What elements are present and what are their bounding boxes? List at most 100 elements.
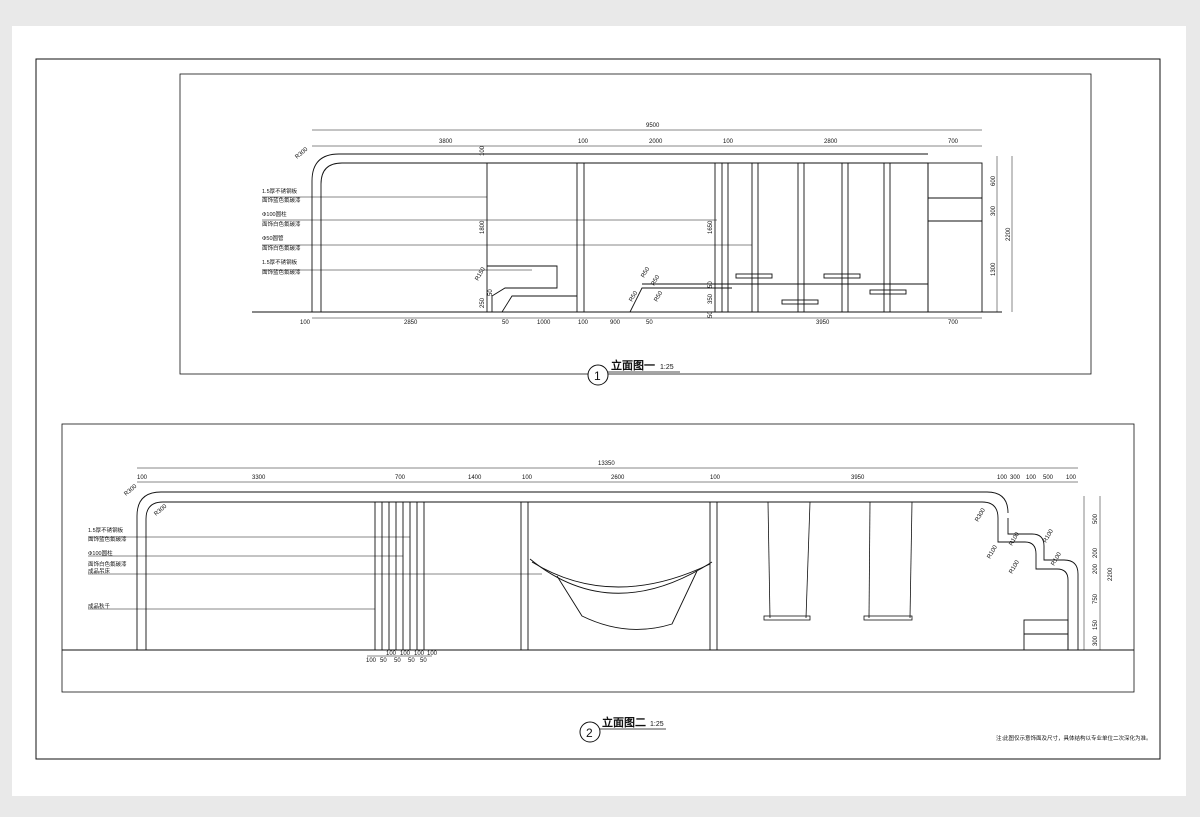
e2-dim: 3950: [851, 475, 865, 481]
e1-dim: 900: [610, 320, 621, 326]
e1-label: 1.5厚不锈钢板: [262, 187, 298, 195]
e1-dim: 100: [578, 320, 589, 326]
e1-dim: 600: [991, 175, 997, 186]
e1-radius: R50: [654, 290, 665, 303]
e2-dim: 100: [386, 651, 397, 657]
e2-dim: 200: [1093, 563, 1099, 574]
e2-dim: 300: [1093, 635, 1099, 646]
e2-dim: 100: [137, 475, 148, 481]
e1-label: 面饰蓝色氟碳漆: [262, 196, 301, 204]
e1-dim: 2000: [649, 139, 663, 145]
e2-radius: R300: [975, 507, 988, 523]
drawing-border: [35, 58, 1161, 760]
e1-label: 面饰白色氟碳漆: [262, 244, 301, 252]
elevation2-texts: 13350 100 3300 700 1400 100 2600 100 395…: [88, 461, 1114, 664]
elevation1-frame: [179, 73, 1092, 375]
elevation1-dimensions: [262, 129, 1013, 319]
e1-dim: 100: [578, 139, 589, 145]
e2-label: 面饰白色氟碳漆: [88, 560, 127, 568]
e2-dim: 500: [1093, 513, 1099, 524]
e2-title-number: 2: [586, 726, 593, 740]
e2-dim-total: 13350: [598, 461, 615, 467]
e2-dim: 100: [427, 651, 438, 657]
e2-label: 1.5厚不锈钢板: [88, 526, 124, 534]
drawing-note: 注:此图仅示意饰面及尺寸，具体结构以专业单位二次深化为准。: [996, 734, 1152, 742]
e1-radius: R50: [651, 274, 662, 287]
e1-dim: 2800: [824, 139, 838, 145]
e1-scale: 1:25: [660, 364, 674, 371]
e1-title-number: 1: [594, 369, 601, 383]
e2-dim: 200: [1093, 547, 1099, 558]
e1-dim: 300: [991, 205, 997, 216]
e1-radius: R300: [294, 146, 309, 160]
e1-dim: 100: [300, 320, 311, 326]
e1-dim: 50: [646, 320, 653, 326]
e2-dim: 100: [1026, 475, 1037, 481]
e2-dim: 2200: [1108, 567, 1114, 581]
e2-dim: 150: [1093, 619, 1099, 630]
e2-dim: 1400: [468, 475, 482, 481]
e2-dim: 50: [420, 658, 427, 664]
e2-dim: 100: [1066, 475, 1077, 481]
e2-scale: 1:25: [650, 721, 664, 728]
e2-dim: 100: [400, 651, 411, 657]
e1-dim: 3800: [439, 139, 453, 145]
e1-dim: 1300: [991, 262, 997, 276]
e1-title: 立面图一: [611, 358, 655, 372]
e1-dim: 700: [948, 320, 959, 326]
e1-dim: 50: [708, 281, 714, 288]
e1-dim: 1000: [537, 320, 551, 326]
e1-dim: 50: [502, 320, 509, 326]
e1-dim: 1650: [708, 220, 714, 234]
elevation2-drawing: [62, 491, 1134, 651]
drawing-sheet: 9500 3800 100 2000 100 2800 700 100 2850…: [12, 26, 1186, 796]
e1-radius: R150: [475, 266, 488, 282]
elevation1-title: 1 立面图一 1:25: [587, 358, 680, 386]
e1-label: 面饰白色氟碳漆: [262, 220, 301, 228]
e1-dim: 50: [488, 289, 494, 296]
e2-dim: 100: [997, 475, 1008, 481]
e2-dim: 100: [414, 651, 425, 657]
e2-radius: R100: [987, 544, 1000, 560]
e2-dim: 50: [394, 658, 401, 664]
e1-dim: 2850: [404, 320, 418, 326]
e1-dim-total: 9500: [646, 123, 660, 129]
e1-label: Φ50圆管: [262, 234, 284, 242]
e2-dim: 50: [408, 658, 415, 664]
e2-dim: 50: [380, 658, 387, 664]
e2-dim: 100: [710, 475, 721, 481]
e2-dim: 100: [366, 658, 377, 664]
cad-drawing: 9500 3800 100 2000 100 2800 700 100 2850…: [35, 58, 1161, 760]
e2-radius: R300: [153, 503, 168, 517]
e1-dim: 700: [948, 139, 959, 145]
e1-dim: 2200: [1006, 227, 1012, 241]
e1-dim: 50: [708, 311, 714, 318]
e2-title: 立面图二: [602, 715, 646, 729]
elevation2-dimensions: [88, 467, 1101, 657]
e2-dim: 2600: [611, 475, 625, 481]
e1-label: 面饰蓝色氟碳漆: [262, 268, 301, 276]
elevation1-drawing: [252, 153, 1002, 313]
e1-dim: 350: [708, 293, 714, 304]
e1-label: Φ100圆柱: [262, 210, 287, 218]
e1-radius: R50: [641, 266, 652, 279]
e2-dim: 700: [395, 475, 406, 481]
e1-dim: 100: [723, 139, 734, 145]
e2-radius: R100: [1043, 528, 1056, 544]
e1-dim: 100: [480, 145, 486, 156]
e1-dim: 250: [480, 297, 486, 308]
elevation2-title: 2 立面图二 1:25: [579, 715, 666, 743]
e1-label: 1.5厚不锈钢板: [262, 258, 298, 266]
e2-radius: R100: [1051, 551, 1064, 567]
e2-label: Φ100圆柱: [88, 549, 113, 557]
e2-dim: 750: [1093, 593, 1099, 604]
elevation2-frame: [61, 423, 1135, 693]
e2-dim: 3300: [252, 475, 266, 481]
e2-radius: R100: [1009, 559, 1022, 575]
e2-dim: 500: [1043, 475, 1054, 481]
e2-label: 成品吊床: [88, 567, 111, 575]
e2-radius: R300: [123, 483, 138, 497]
e2-dim: 300: [1010, 475, 1021, 481]
e2-label: 面饰蓝色氟碳漆: [88, 535, 127, 543]
e2-dim: 100: [522, 475, 533, 481]
